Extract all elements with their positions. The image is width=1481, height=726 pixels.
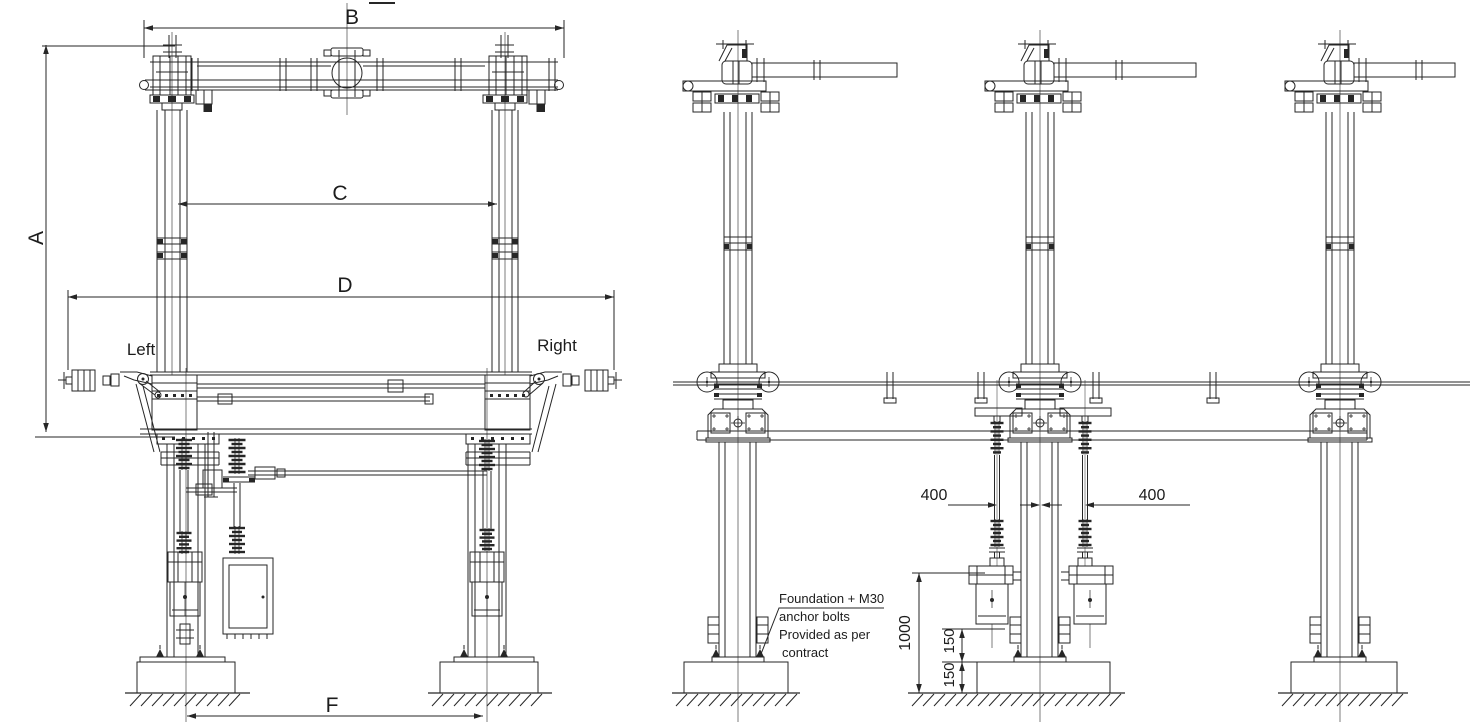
note-line-1: Foundation + M30 (779, 591, 884, 606)
dimension-labels: B A C D F Left Right 400 400 1000 150 15… (25, 6, 1165, 717)
dim-label-400-right: 400 (1139, 487, 1166, 504)
dim-label-150-upper: 150 (941, 628, 958, 653)
dim-label-a: A (25, 231, 48, 245)
dim-label-150-lower: 150 (941, 662, 958, 687)
dim-label-b: B (345, 6, 359, 29)
dim-label-f: F (326, 694, 339, 717)
foundation-note: Foundation + M30 anchor bolts Provided a… (779, 591, 884, 660)
dim-label-400-left: 400 (921, 487, 948, 504)
label-left: Left (127, 340, 156, 359)
front-elevation-view (58, 2, 622, 722)
side-elevation-view (672, 30, 1470, 722)
dimension-lines (35, 20, 1190, 719)
dim-label-c: C (332, 182, 347, 205)
label-right: Right (537, 336, 577, 355)
note-line-4: contract (782, 645, 829, 660)
note-line-3: Provided as per (779, 627, 871, 642)
note-line-2: anchor bolts (779, 609, 850, 624)
dim-label-1000: 1000 (897, 615, 914, 651)
dim-label-d: D (337, 274, 352, 297)
